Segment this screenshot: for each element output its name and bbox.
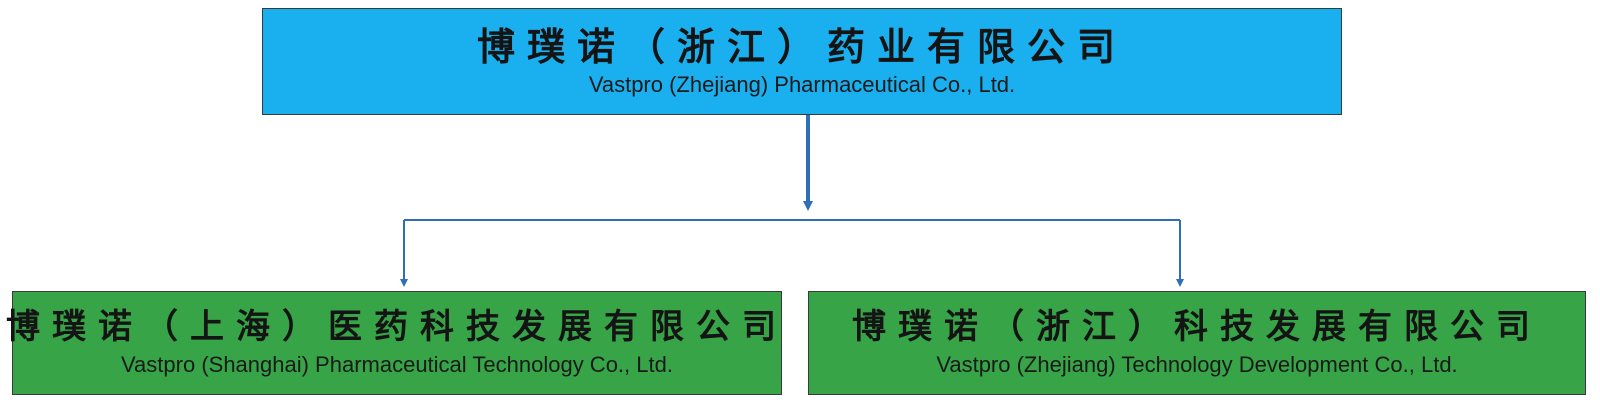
shanghai-subsidiary-name-cn: 博璞诺（上海）医药科技发展有限公司 <box>6 307 788 348</box>
shanghai-subsidiary-name-en: Vastpro (Shanghai) Pharmaceutical Techno… <box>121 351 673 377</box>
parent-company-name-en: Vastpro (Zhejiang) Pharmaceutical Co., L… <box>588 72 1016 98</box>
parent-company-node: 博璞诺（浙江）药业有限公司 Vastpro (Zhejiang) Pharmac… <box>262 8 1342 115</box>
parent-company-name-cn: 博璞诺（浙江）药业有限公司 <box>476 23 1127 69</box>
zhejiang-subsidiary-node: 博璞诺（浙江）科技发展有限公司 Vastpro (Zhejiang) Techn… <box>808 291 1586 395</box>
shanghai-subsidiary-node: 博璞诺（上海）医药科技发展有限公司 Vastpro (Shanghai) Pha… <box>6 291 782 395</box>
zhejiang-subsidiary-name-en: Vastpro (Zhejiang) Technology Developmen… <box>936 351 1458 377</box>
zhejiang-subsidiary-name-cn: 博璞诺（浙江）科技发展有限公司 <box>852 307 1542 348</box>
